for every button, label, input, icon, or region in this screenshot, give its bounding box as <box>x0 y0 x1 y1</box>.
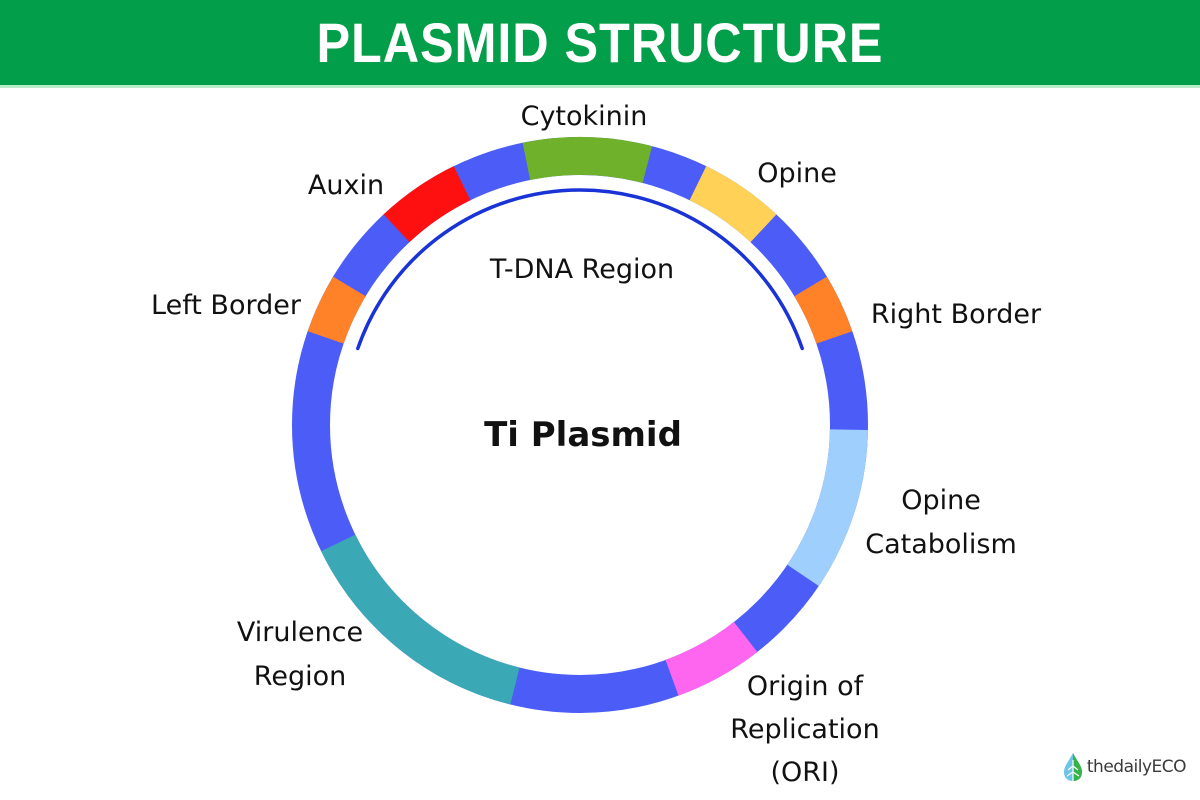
label-virulence-line2: Region <box>254 661 346 692</box>
label-ori-line2: Replication <box>730 714 879 745</box>
segment-origin-of-replication-ori <box>665 621 758 696</box>
page-title: PLASMID STRUCTURE <box>316 11 884 74</box>
label-left-border: Left Border <box>151 290 302 321</box>
label-ori-line1: Origin of <box>747 671 865 702</box>
segment-virulence-region <box>321 534 520 705</box>
label-right-border: Right Border <box>871 299 1042 330</box>
label-opine: Opine <box>757 158 837 189</box>
brand-logo-text: thedailyECO <box>1086 757 1187 777</box>
segment-auxin <box>383 166 471 243</box>
label-opine-catabolism-line1: Opine <box>901 485 981 516</box>
plasmid-segments <box>307 137 868 705</box>
title-banner: PLASMID STRUCTURE <box>0 0 1200 88</box>
segment-cytokinin <box>522 137 653 184</box>
segment-opine <box>689 166 777 243</box>
label-opine-catabolism-line2: Catabolism <box>865 529 1017 560</box>
label-cytokinin: Cytokinin <box>521 101 648 132</box>
tdna-region-arc <box>356 188 804 351</box>
segment-right-border <box>794 276 853 344</box>
tdna-region-label: T-DNA Region <box>489 254 674 285</box>
leaf-drop-icon <box>1063 753 1082 781</box>
segment-left-border <box>307 276 366 344</box>
segment-opine-catabolism <box>787 429 868 587</box>
label-ori-line3: (ORI) <box>770 757 839 788</box>
label-virulence-line1: Virulence <box>237 617 363 648</box>
center-label: Ti Plasmid <box>484 415 682 455</box>
label-auxin: Auxin <box>308 170 384 201</box>
brand-logo[interactable]: thedailyECO <box>1062 752 1187 782</box>
